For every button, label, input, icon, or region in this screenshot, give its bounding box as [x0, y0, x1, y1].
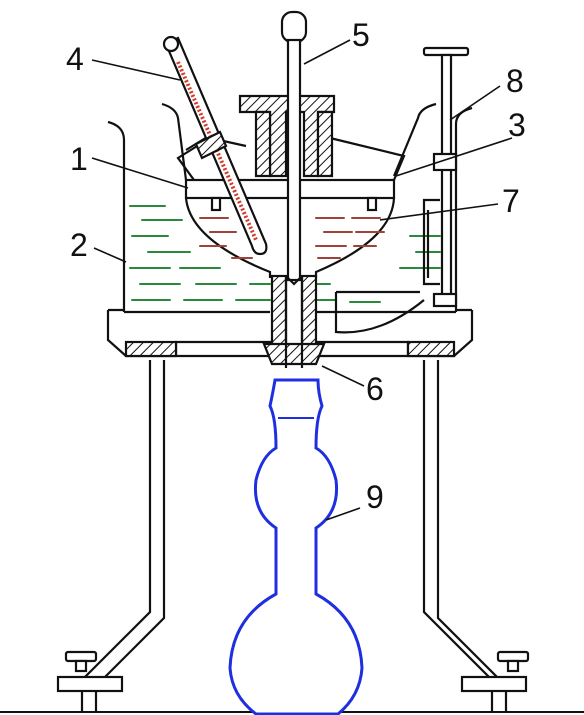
inner-cup — [161, 102, 437, 278]
leader-lines — [91, 39, 513, 521]
label-6: 6 — [366, 371, 384, 407]
label-8: 8 — [506, 63, 524, 99]
label-2: 2 — [70, 227, 88, 263]
drain-nozzle — [262, 274, 326, 368]
stand-legs — [56, 360, 530, 712]
left-foot-screw — [64, 650, 98, 663]
label-9: 9 — [366, 479, 384, 515]
label-3: 3 — [508, 107, 526, 143]
stirrer-collar — [238, 94, 336, 178]
water-bath-vessel — [107, 120, 126, 312]
label-4: 4 — [66, 41, 84, 77]
label-7: 7 — [502, 183, 520, 219]
label-1: 1 — [70, 141, 88, 177]
right-foot-screw — [496, 650, 530, 663]
label-5: 5 — [352, 17, 370, 53]
stirrer-rod — [280, 10, 308, 286]
thermometer — [162, 35, 268, 256]
receiving-flask — [228, 378, 364, 715]
side-rod — [334, 46, 470, 334]
